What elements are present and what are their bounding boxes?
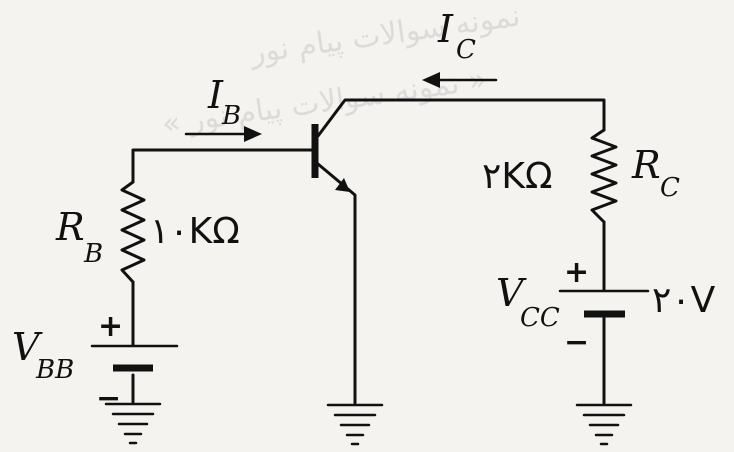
- ground-vcc-icon: [575, 403, 633, 446]
- emitter-wire: [316, 162, 357, 405]
- battery-vbb: [90, 344, 179, 372]
- rc-value: ۲KΩ: [482, 156, 552, 197]
- vcc-minus-sign: −: [564, 325, 589, 360]
- watermark-line-1: نمونه سوالات پیام نور: [246, 0, 522, 71]
- rb-subscript: B: [83, 239, 103, 269]
- ic-subscript: C: [456, 35, 476, 65]
- battery-vcc: [558, 289, 650, 318]
- npn-transistor: [311, 124, 350, 192]
- vcc-plus-sign: +: [564, 255, 589, 290]
- vcc-subscript: CC: [520, 303, 560, 333]
- ic-arrow-icon: [422, 72, 498, 88]
- rc-label: R: [631, 143, 661, 187]
- vbb-subscript: BB: [35, 355, 74, 385]
- ib-subscript: B: [221, 101, 241, 131]
- rb-label: R: [55, 205, 85, 249]
- ib-label: I: [207, 73, 224, 117]
- watermark: نمونه سوالات پیام نور « نمونه سوالات پیا…: [160, 0, 523, 142]
- ground-vbb-icon: [104, 402, 162, 445]
- rb-value: ۱۰KΩ: [150, 211, 240, 252]
- vcc-label: V: [496, 271, 527, 315]
- base-wire: [131, 148, 314, 184]
- emitter-arrow-icon: [335, 178, 350, 192]
- vbb-plus-sign: +: [98, 309, 123, 344]
- collector-wire: [316, 98, 606, 138]
- ic-label: I: [437, 7, 454, 51]
- vbb-label: V: [12, 325, 43, 369]
- ib-arrow-icon: [184, 126, 262, 142]
- vcc-value: ۲۰V: [652, 280, 716, 321]
- resistor-rb: [120, 180, 146, 284]
- resistor-rc: [590, 128, 618, 224]
- ground-emitter-icon: [326, 403, 384, 446]
- rc-subscript: C: [660, 173, 680, 203]
- vbb-minus-sign: −: [96, 381, 121, 416]
